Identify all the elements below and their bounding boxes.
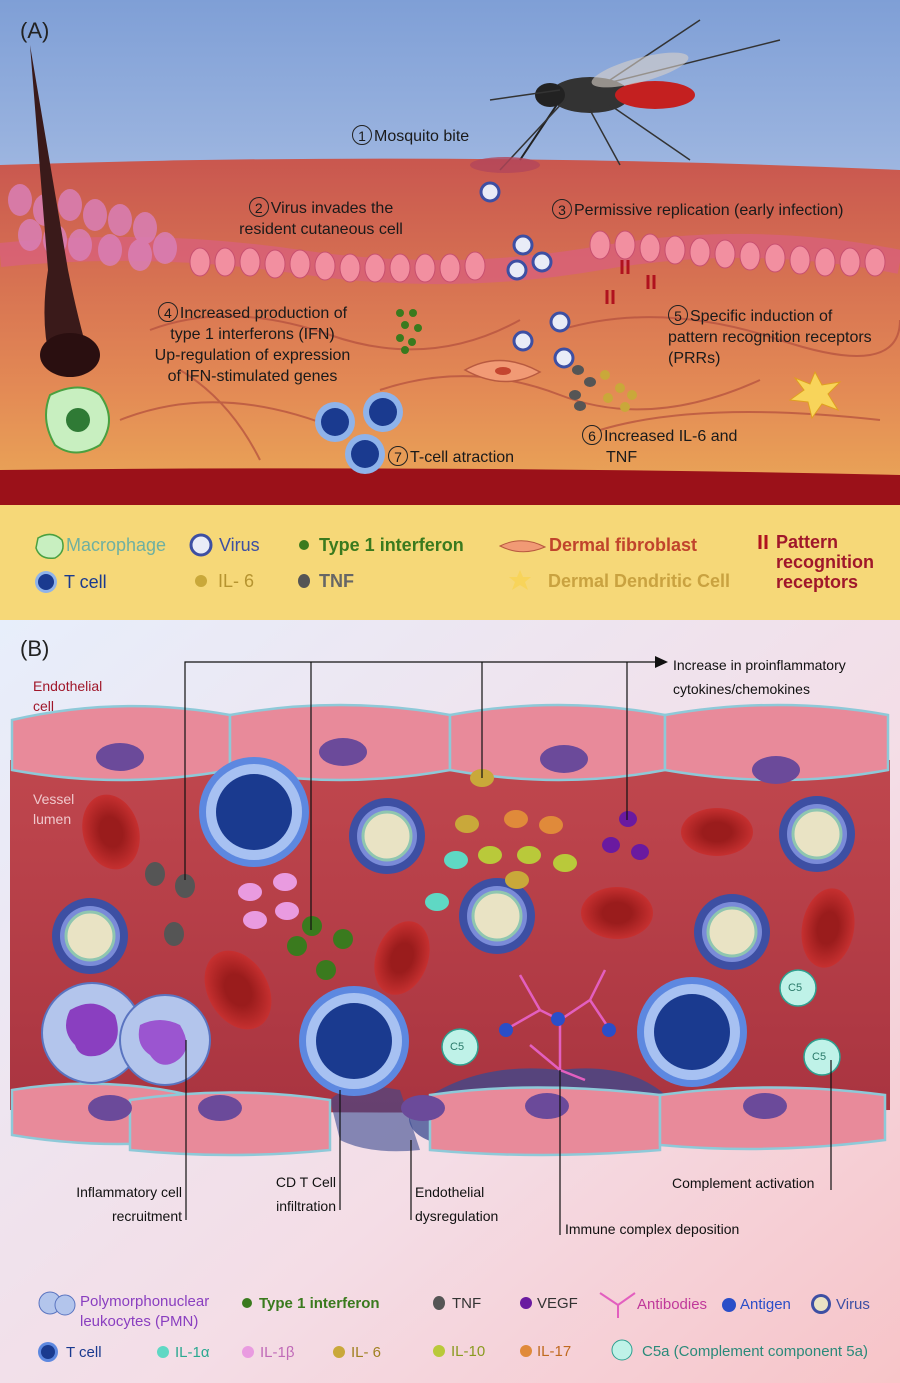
vessel-label-line1: Vessel: [33, 791, 75, 807]
legend-tcell-b: T cell: [66, 1344, 102, 1361]
legend-a-bg: [0, 505, 900, 620]
step-4-line2: type 1 interferons (IFN): [170, 326, 335, 343]
step-7-number: 7: [388, 446, 408, 466]
step-1-number: 1: [352, 125, 372, 145]
legend-ifn-b: Type 1 interferon: [259, 1295, 380, 1312]
callout-infl-line1: Inflammatory cell: [76, 1184, 182, 1200]
virus-particles-b: [52, 796, 855, 974]
legend-virus: Virus: [219, 535, 260, 555]
legend-c5a: C5a (Complement component 5a): [642, 1343, 868, 1360]
panel-b-label: (B): [20, 636, 50, 661]
legend-tcell: T cell: [64, 572, 107, 592]
legend-virus-b: Virus: [836, 1296, 870, 1313]
step-5-line1: Specific induction of: [690, 308, 833, 325]
callout-cd-line1: CD T Cell: [275, 1174, 336, 1190]
step-6-line1: Increased IL-6 and: [604, 428, 738, 445]
callout-complement: Complement activation: [672, 1175, 815, 1191]
hair-follicle: [30, 45, 90, 370]
legend-tnf: TNF: [319, 571, 354, 591]
legend-fibroblast: Dermal fibroblast: [549, 535, 698, 555]
callout-inflammatory: Inflammatory cell recruitment: [66, 1180, 182, 1228]
callout-endo-line2: dysregulation: [415, 1208, 499, 1224]
legend-pmn-line1: Polymorphonuclear: [80, 1293, 210, 1310]
callout-immune-complex: Immune complex deposition: [565, 1221, 740, 1237]
endothelial-label-line2: cell: [33, 698, 55, 714]
callout-endothelial: Endothelial dysregulation: [415, 1180, 498, 1228]
tcells-b: [199, 757, 747, 1096]
legend-prr: Pattern recognition receptors: [776, 532, 874, 592]
legend-il1b: IL-1β: [260, 1344, 295, 1361]
c5-label-1: C5: [450, 1041, 465, 1053]
step-7-text: T-cell atraction: [410, 449, 515, 466]
legend-il1a: IL-1α: [175, 1344, 210, 1361]
blood-vessel: [0, 468, 900, 505]
legend-macrophage: Macrophage: [66, 535, 167, 555]
legend-il17: IL-17: [537, 1343, 572, 1360]
legend-vegf: VEGF: [537, 1295, 578, 1312]
step-5-line2: pattern recognition receptors: [668, 329, 872, 346]
increase-cytokines-label: Increase in proinflammatory cytokines/ch…: [673, 653, 846, 701]
step-6-number: 6: [582, 425, 602, 445]
legend-il6-b: IL- 6: [351, 1344, 382, 1361]
step-3-text: Permissive replication (early infection): [574, 202, 844, 219]
legend-il6: IL- 6: [218, 571, 255, 591]
legend-prr-line1: Pattern: [776, 532, 839, 552]
callout-infl-line2: recruitment: [111, 1208, 182, 1224]
vessel-label-line2: lumen: [33, 811, 72, 827]
c5-label-3: C5: [812, 1051, 827, 1063]
step-2-line2: resident cutaneous cell: [239, 221, 403, 238]
step-2-line1: Virus invades the: [270, 200, 394, 217]
step-3-number: 3: [552, 199, 572, 219]
legend-antibodies: Antibodies: [637, 1296, 708, 1313]
step-2-number: 2: [248, 197, 269, 217]
step-5-number: 5: [668, 305, 688, 325]
step-4-line4: of IFN-stimulated genes: [167, 368, 338, 385]
endothelial-cell-label: Endothelial cell: [33, 676, 102, 716]
panel-a-label: (A): [20, 18, 50, 43]
legend-dendritic: Dermal Dendritic Cell: [548, 571, 731, 591]
dendritic-cell: [788, 370, 842, 420]
step-4-line3: Up-regulation of expression: [154, 347, 351, 364]
legend-pmn: Polymorphonuclear leukocytes (PMN): [80, 1292, 209, 1332]
step-4-line1: Increased production of: [179, 305, 348, 322]
increase-line2: cytokines/chemokines: [673, 681, 810, 697]
legend-tnf-b: TNF: [452, 1295, 482, 1312]
c5-label-2: C5: [788, 982, 803, 994]
step-6-line2: TNF: [606, 449, 638, 466]
legend-pmn-line2: leukocytes (PMN): [80, 1313, 199, 1330]
legend-antigen: Antigen: [740, 1296, 791, 1313]
step-5-line3: (PRRs): [668, 350, 721, 367]
callout-endo-line1: Endothelial: [415, 1184, 485, 1200]
legend-prr-line3: receptors: [776, 572, 859, 592]
step-1-text: Mosquito bite: [374, 128, 470, 145]
callout-cd-line2: infiltration: [276, 1198, 336, 1214]
pmn-cells: [41, 982, 211, 1086]
callout-cd-tcell: CD T Cell infiltration: [262, 1170, 336, 1218]
increase-line1: Increase in proinflammatory: [673, 657, 846, 673]
legend-type1-ifn: Type 1 interferon: [319, 535, 464, 555]
legend-prr-line2: recognition: [776, 552, 874, 572]
endothelial-label-line1: Endothelial: [33, 678, 103, 694]
legend-il10: IL-10: [451, 1343, 486, 1360]
mosquito: [489, 19, 781, 171]
step-4-number: 4: [157, 302, 178, 322]
vessel-lumen-label: Vessel lumen: [33, 789, 74, 829]
tcell-cluster: [315, 392, 403, 474]
